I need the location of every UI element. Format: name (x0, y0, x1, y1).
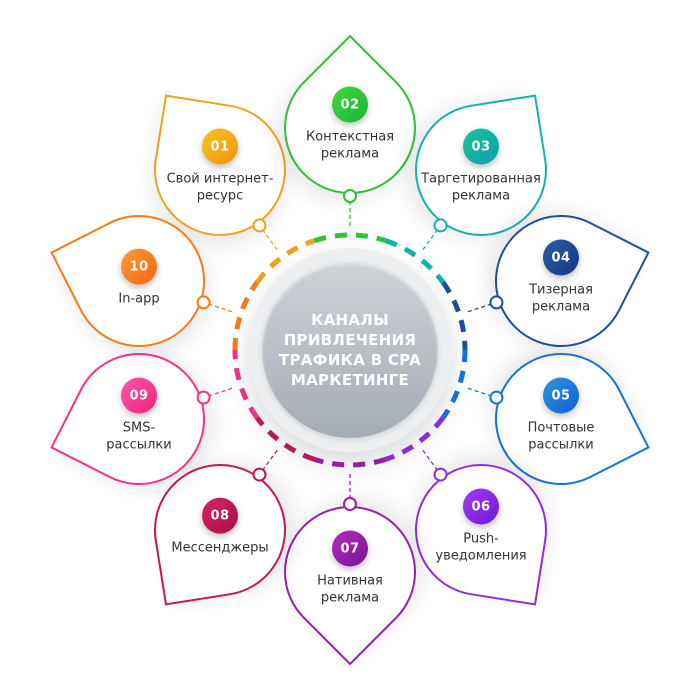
center-circle-inner: КАНАЛЫ ПРИВЛЕЧЕНИЯ ТРАФИКА В CPA МАРКЕТИ… (262, 262, 438, 438)
number-badge-01: 01 (202, 128, 238, 165)
center-circle: КАНАЛЫ ПРИВЛЕЧЕНИЯ ТРАФИКА В CPA МАРКЕТИ… (248, 248, 452, 452)
connector-line (262, 229, 278, 251)
ring-arc (313, 232, 387, 244)
channel-item-05: 05 Почтовые рассылки (486, 377, 636, 455)
channel-item-10: 10 In-app (64, 248, 214, 309)
channel-label-10: In-app (118, 291, 160, 307)
number-badge-02: 02 (332, 86, 368, 123)
channel-label-02: Контекстная реклама (305, 129, 395, 162)
channel-label-07: Нативная реклама (317, 573, 383, 606)
number-badge-05: 05 (543, 377, 579, 414)
channel-item-08: 08 Мессенджеры (145, 497, 295, 558)
channel-label-08: Мессенджеры (171, 540, 269, 556)
channel-item-09: 09 SMS- рассылки (64, 377, 214, 455)
number-badge-07: 07 (332, 530, 368, 567)
channel-label-04: Тизерная реклама (529, 282, 593, 315)
channel-item-04: 04 Тизерная реклама (486, 239, 636, 317)
connector-line (422, 449, 438, 471)
channel-label-03: Таргетированная реклама (421, 171, 541, 204)
connector-line (422, 229, 438, 251)
channel-item-02: 02 Контекстная реклама (275, 86, 425, 164)
ring-arc (313, 456, 387, 468)
channel-item-03: 03 Таргетированная реклама (406, 128, 556, 206)
channel-label-06: Push- уведомления (435, 531, 527, 564)
number-badge-08: 08 (202, 497, 238, 534)
channel-item-07: 07 Нативная реклама (275, 530, 425, 608)
number-badge-04: 04 (543, 239, 579, 276)
channel-item-01: 01 Свой интернет- ресурс (145, 128, 295, 206)
center-title: КАНАЛЫ ПРИВЛЕЧЕНИЯ ТРАФИКА В CPA МАРКЕТИ… (278, 310, 422, 390)
channel-label-09: SMS- рассылки (106, 420, 172, 453)
number-badge-09: 09 (121, 377, 157, 414)
channel-label-01: Свой интернет- ресурс (166, 171, 274, 204)
number-badge-10: 10 (121, 248, 157, 285)
connector-line (262, 449, 278, 471)
channel-label-05: Почтовые рассылки (527, 420, 595, 453)
number-badge-06: 06 (463, 488, 499, 525)
channel-item-06: 06 Push- уведомления (406, 488, 556, 566)
number-badge-03: 03 (463, 128, 499, 165)
